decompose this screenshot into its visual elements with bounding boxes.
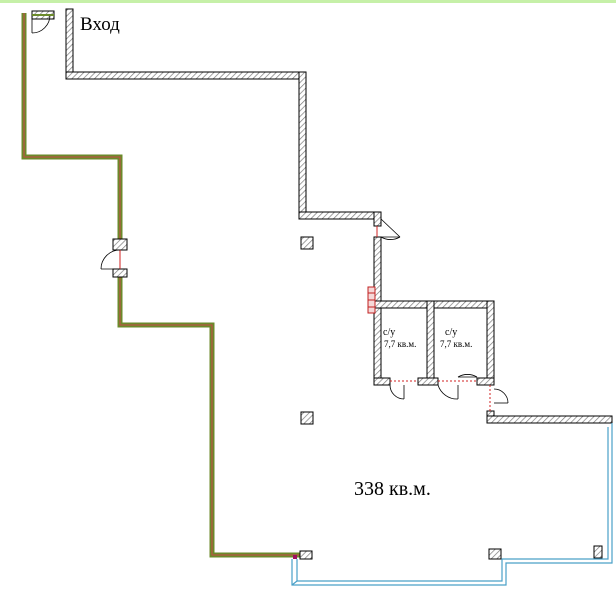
column — [593, 545, 603, 559]
wc-1-name: с/у — [383, 327, 396, 338]
wc-2-name: с/у — [445, 327, 458, 338]
east-walls — [31, 8, 613, 560]
column — [300, 411, 314, 425]
column — [300, 236, 314, 250]
entrance-door — [31, 14, 54, 34]
doors — [31, 14, 509, 411]
corridor-door — [376, 218, 401, 240]
wc-door-1 — [389, 380, 418, 400]
glazing-ends — [293, 555, 297, 559]
glazing — [291, 423, 613, 586]
column — [488, 548, 502, 560]
wc-1-area: 7,7 кв.м. — [384, 339, 417, 349]
east-door — [489, 385, 509, 411]
wc-2-area: 7,7 кв.м. — [440, 339, 473, 349]
west-door — [100, 249, 121, 270]
wc-door-2 — [437, 374, 478, 400]
entrance-label: Вход — [80, 14, 120, 35]
west-wall — [21, 13, 300, 558]
columns — [300, 236, 603, 560]
vent-shaft — [367, 286, 376, 314]
floor-plan-drawing — [21, 8, 613, 586]
total-area-label: 338 кв.м. — [354, 478, 431, 500]
